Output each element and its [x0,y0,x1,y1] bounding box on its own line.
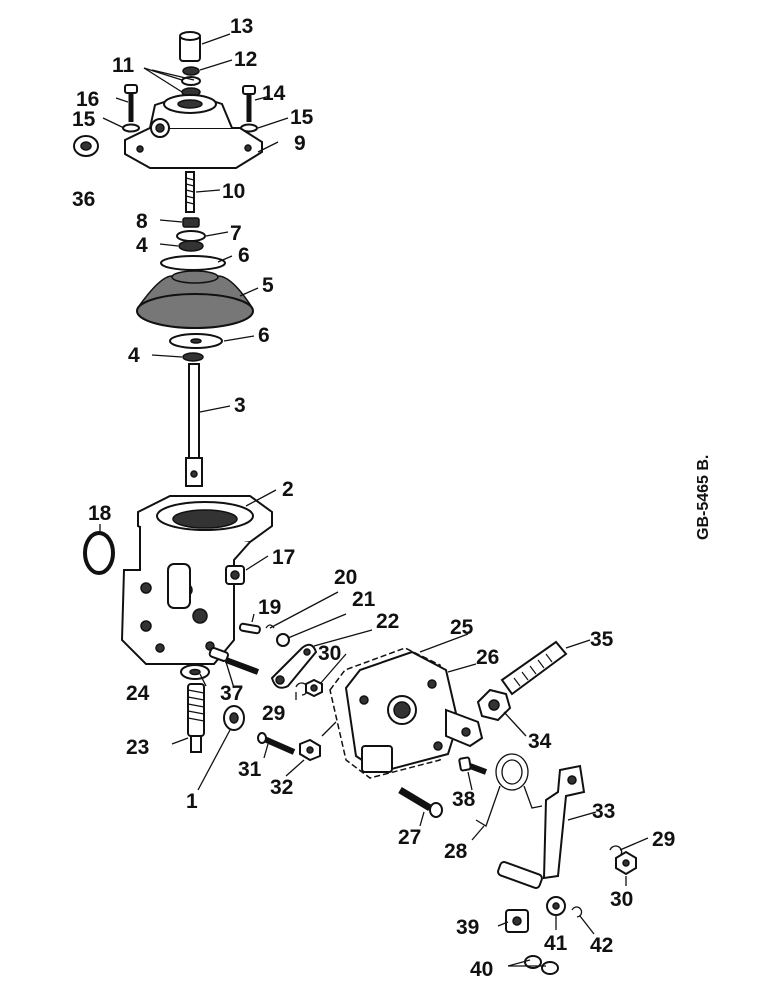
callout-labels: 13 12 11 16 14 15 15 9 36 10 8 7 4 6 5 6… [72,15,675,981]
part-2-housing [120,495,273,665]
label-18: 18 [88,502,112,525]
part-5-diaphragm [136,270,254,329]
part-11-washers [181,76,201,97]
label-17: 17 [272,546,295,569]
label-8: 8 [136,210,148,233]
label-39: 39 [456,916,479,939]
part-16-bolt [124,84,138,122]
part-38-screw [458,756,488,775]
part-1-washer [223,705,245,731]
label-21: 21 [352,588,376,611]
part-30-nut-lower [615,850,637,876]
label-5: 5 [262,274,274,297]
part-19-pin [238,622,261,635]
label-16: 16 [76,88,99,111]
part-39-block [505,909,529,933]
label-32: 32 [270,776,293,799]
part-31-screw [257,732,296,755]
label-41: 41 [544,932,568,955]
part-24-nut [180,664,210,680]
label-34: 34 [528,730,552,753]
part-22-link-lever [270,643,318,689]
part-14-bolt [242,85,256,122]
label-26: 26 [476,646,499,669]
label-40: 40 [470,958,493,981]
part-32-nut [299,738,321,762]
part-34-nut [476,688,512,722]
label-4-upper: 4 [136,234,148,257]
part-23-adjusting-screw [187,683,205,753]
part-6-upper-plate [160,255,226,271]
part-26-cover-plate [344,650,484,774]
part-18-o-ring [83,531,115,575]
label-27: 27 [398,826,421,849]
part-7-washer [176,230,206,242]
label-15-right: 15 [290,106,314,129]
part-40-washers [524,955,559,975]
label-33: 33 [592,800,615,823]
reference-code: GB-5465 B. [695,455,712,540]
label-20: 20 [334,566,357,589]
part-pivot-stud [497,861,543,889]
part-35-threaded-stud [500,640,568,696]
part-4-lower-washer [182,352,204,362]
part-13-cap-nut [179,31,201,62]
label-28: 28 [444,840,468,863]
label-4-lower: 4 [128,344,140,367]
label-1: 1 [186,790,198,813]
label-35: 35 [590,628,614,651]
label-37: 37 [220,682,243,705]
label-12: 12 [234,48,257,71]
label-38: 38 [452,788,476,811]
part-41-washer [546,896,566,916]
label-19: 19 [258,596,281,619]
part-4-upper-washer [178,240,204,252]
part-28-spring [475,753,543,827]
label-11: 11 [112,54,135,77]
label-29-lower: 29 [652,828,675,851]
label-29-upper: 29 [262,702,285,725]
label-42: 42 [590,934,613,957]
part-6-lower-plate [169,333,223,349]
part-17-plug [225,565,245,585]
label-22: 22 [376,610,399,633]
label-30-upper: 30 [318,642,341,665]
label-25: 25 [450,616,474,639]
part-9-top-cover [124,94,263,169]
label-24: 24 [126,682,150,705]
part-30-nut-upper [305,678,323,698]
leader-lines [99,33,649,967]
label-13: 13 [230,15,253,38]
label-2: 2 [282,478,294,501]
label-31: 31 [238,758,262,781]
part-36-nut [73,135,99,157]
part-27-screw [398,786,443,818]
label-15-left: 15 [72,108,96,131]
part-12-washer [182,66,200,76]
part-8-nut [182,217,200,228]
label-3: 3 [234,394,246,417]
label-6-upper: 6 [238,244,250,267]
label-36: 36 [72,188,95,211]
part-10-threaded-rod [185,171,195,213]
label-10: 10 [222,180,245,203]
label-30-lower: 30 [610,888,633,911]
part-20-clip [265,624,275,629]
part-21-washer [276,633,290,647]
part-42-clip [571,906,583,918]
part-37-screw [208,647,260,675]
label-9: 9 [294,132,306,155]
label-23: 23 [126,736,149,759]
label-14: 14 [262,82,286,105]
label-7: 7 [230,222,242,245]
part-3-shaft [185,363,203,487]
part-33-lever [542,764,586,880]
label-6-lower: 6 [258,324,270,347]
